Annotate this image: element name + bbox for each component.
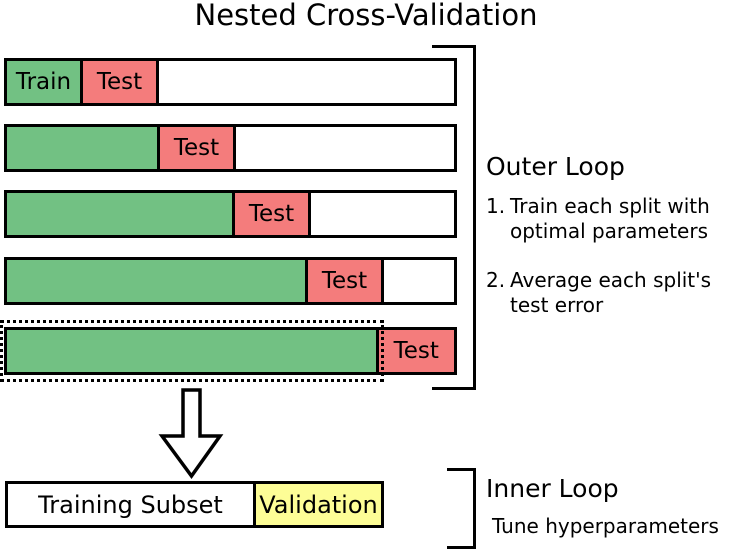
fold-remainder-segment xyxy=(384,260,454,302)
inner-loop-heading: Inner Loop xyxy=(486,474,619,503)
down-arrow-icon xyxy=(155,388,235,484)
outer-loop-step-1-line1: Train each split with xyxy=(510,194,710,218)
outer-loop-step-2-line1: Average each split's xyxy=(510,268,712,292)
fold-row-highlighted: Test xyxy=(4,327,457,375)
fold-row: Test xyxy=(4,124,457,172)
fold-train-segment: Train xyxy=(7,61,83,103)
inner-loop-note: Tune hyperparameters xyxy=(492,514,719,538)
fold-test-segment: Test xyxy=(235,193,311,235)
fold-train-segment xyxy=(7,127,160,169)
inner-split-bar: Training Subset Validation xyxy=(5,481,384,528)
fold-row: Test xyxy=(4,190,457,238)
fold-row: Test xyxy=(4,257,457,305)
fold-train-segment xyxy=(7,193,235,235)
fold-test-segment: Test xyxy=(160,127,236,169)
outer-loop-heading: Outer Loop xyxy=(486,152,625,181)
outer-loop-step-2-number: 2. xyxy=(486,268,506,292)
validation-segment: Validation xyxy=(256,484,381,525)
outer-loop-step-1: 1.Train each split with optimal paramete… xyxy=(486,194,710,244)
fold-remainder-segment xyxy=(159,61,454,103)
fold-remainder-segment xyxy=(236,127,454,169)
inner-loop-bracket xyxy=(447,468,476,549)
fold-row: Train Test xyxy=(4,58,457,106)
outer-loop-step-2: 2.Average each split's test error xyxy=(486,268,711,318)
fold-remainder-segment xyxy=(311,193,454,235)
page-title: Nested Cross-Validation xyxy=(194,0,538,32)
outer-loop-step-1-line2: optimal parameters xyxy=(510,219,708,243)
fold-test-segment: Test xyxy=(83,61,159,103)
outer-loop-step-1-number: 1. xyxy=(486,194,506,218)
fold-test-segment: Test xyxy=(308,260,384,302)
fold-train-segment xyxy=(7,260,308,302)
outer-loop-step-2-line2: test error xyxy=(510,293,604,317)
outer-loop-bracket xyxy=(432,45,476,390)
fold-test-segment: Test xyxy=(378,330,454,372)
training-subset-segment: Training Subset xyxy=(8,484,256,525)
fold-train-segment xyxy=(7,330,379,372)
